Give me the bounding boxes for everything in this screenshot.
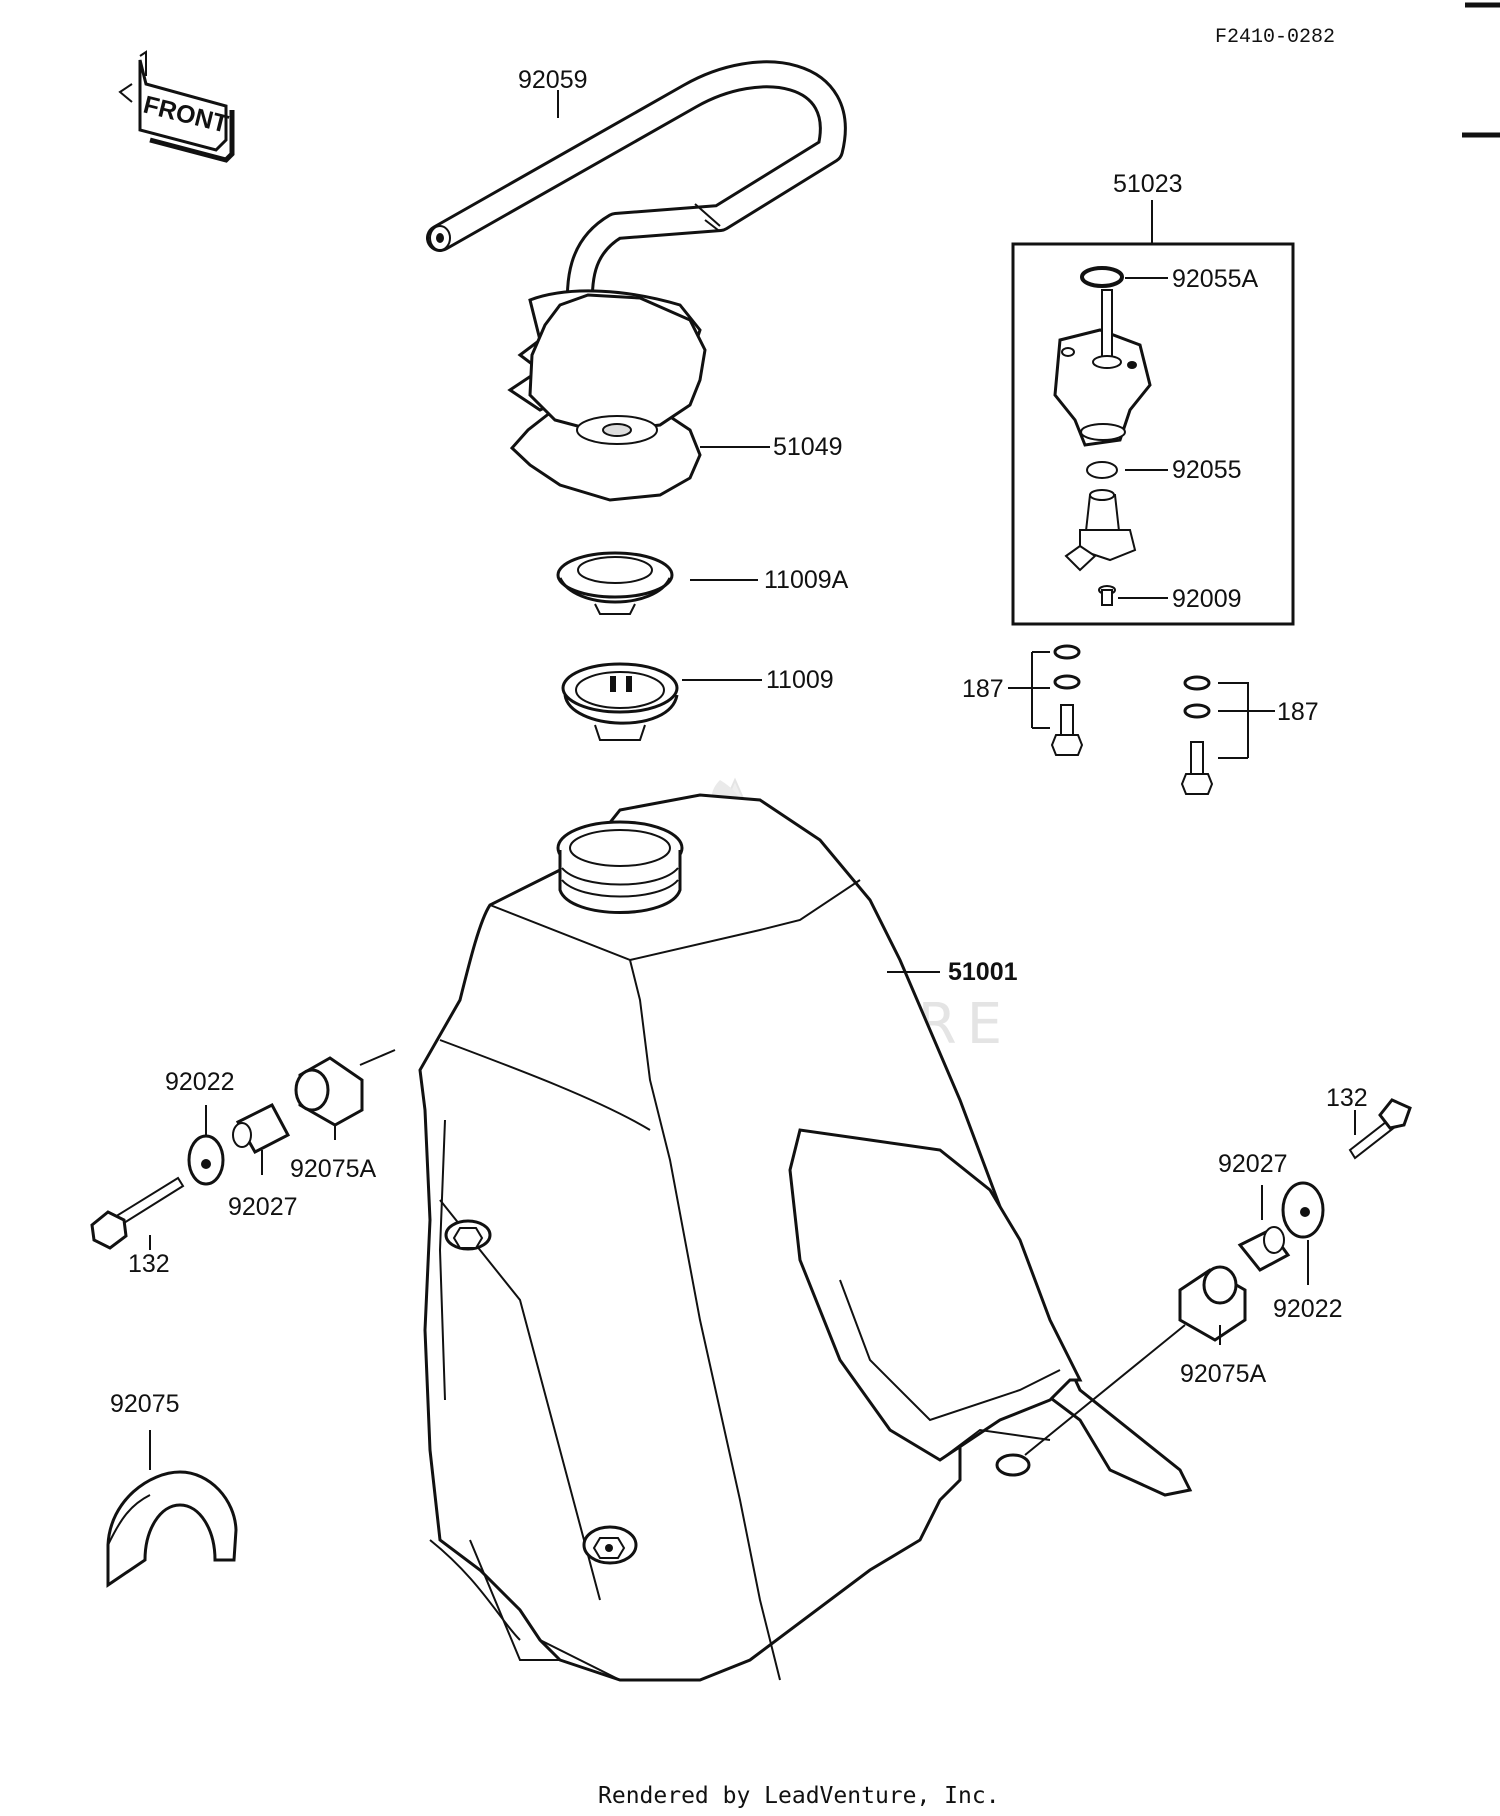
o-ring-label: 92055 (1172, 456, 1242, 484)
tank-filler-neck (556, 820, 684, 914)
bolt-right-label: 132 (1326, 1084, 1368, 1112)
damper-right-label: 92075A (1180, 1360, 1267, 1388)
bolt-set-right-bracket (1218, 682, 1249, 759)
tank-mount-boss-front (444, 1219, 492, 1251)
diagram-reference: F2410-0282 (1215, 26, 1335, 49)
collar-right (1237, 1226, 1291, 1272)
bolt-set-right-label: 187 (1277, 698, 1319, 726)
tank-mount-boss-rear (582, 1525, 638, 1565)
damper-right (1178, 1265, 1247, 1342)
bolt-set-left (1050, 644, 1084, 756)
bolt-set-left-bracket (1031, 651, 1050, 729)
fuel-tap-lever-body (1053, 289, 1152, 447)
fuel-tap-assy-box (1011, 242, 1295, 626)
o-ring-a-label: 92055A (1172, 265, 1259, 293)
pad-label: 92075 (110, 1390, 180, 1418)
collar-right-label: 92027 (1218, 1150, 1288, 1178)
cap-gasket (561, 662, 679, 741)
bolt-set-left-label: 187 (962, 675, 1004, 703)
damper-left-label: 92075A (290, 1155, 377, 1183)
o-ring-a (1080, 266, 1124, 288)
damper-right-direction (1024, 1324, 1186, 1456)
damper-left-direction (359, 1049, 396, 1066)
damper-left (294, 1056, 364, 1127)
tap-screw (1098, 585, 1116, 606)
tank-damper-hole (995, 1453, 1031, 1477)
washer-left-label: 92022 (165, 1068, 235, 1096)
washer-right-label: 92022 (1273, 1295, 1343, 1323)
bolt-set-right (1180, 675, 1214, 795)
tap-screw-label: 92009 (1172, 585, 1242, 613)
o-ring (1086, 461, 1118, 479)
bolt-right (1348, 1098, 1412, 1160)
collar-left (232, 1103, 291, 1154)
fuel-tap-strainer (1064, 489, 1137, 572)
tank-label: 51001 (948, 958, 1018, 986)
cap-label: 51049 (773, 433, 843, 461)
hose-label: 92059 (518, 66, 588, 94)
footer-credit: Rendered by LeadVenture, Inc. (598, 1783, 1000, 1809)
tank-pad (106, 1470, 238, 1588)
bolt-left (90, 1176, 185, 1250)
fuel-tank (418, 793, 1193, 1682)
fuel-cap-body (509, 293, 707, 502)
bolt-left-label: 132 (128, 1250, 170, 1278)
collar-left-label: 92027 (228, 1193, 298, 1221)
fuel-breather-hose (426, 60, 847, 356)
cap-gasket-a (556, 551, 674, 615)
gasket-label: 11009 (766, 666, 834, 694)
fuel-tap-assy-label: 51023 (1113, 170, 1183, 198)
gasket-a-label: 11009A (764, 566, 849, 594)
front-direction-sign: FRONT (118, 50, 235, 163)
